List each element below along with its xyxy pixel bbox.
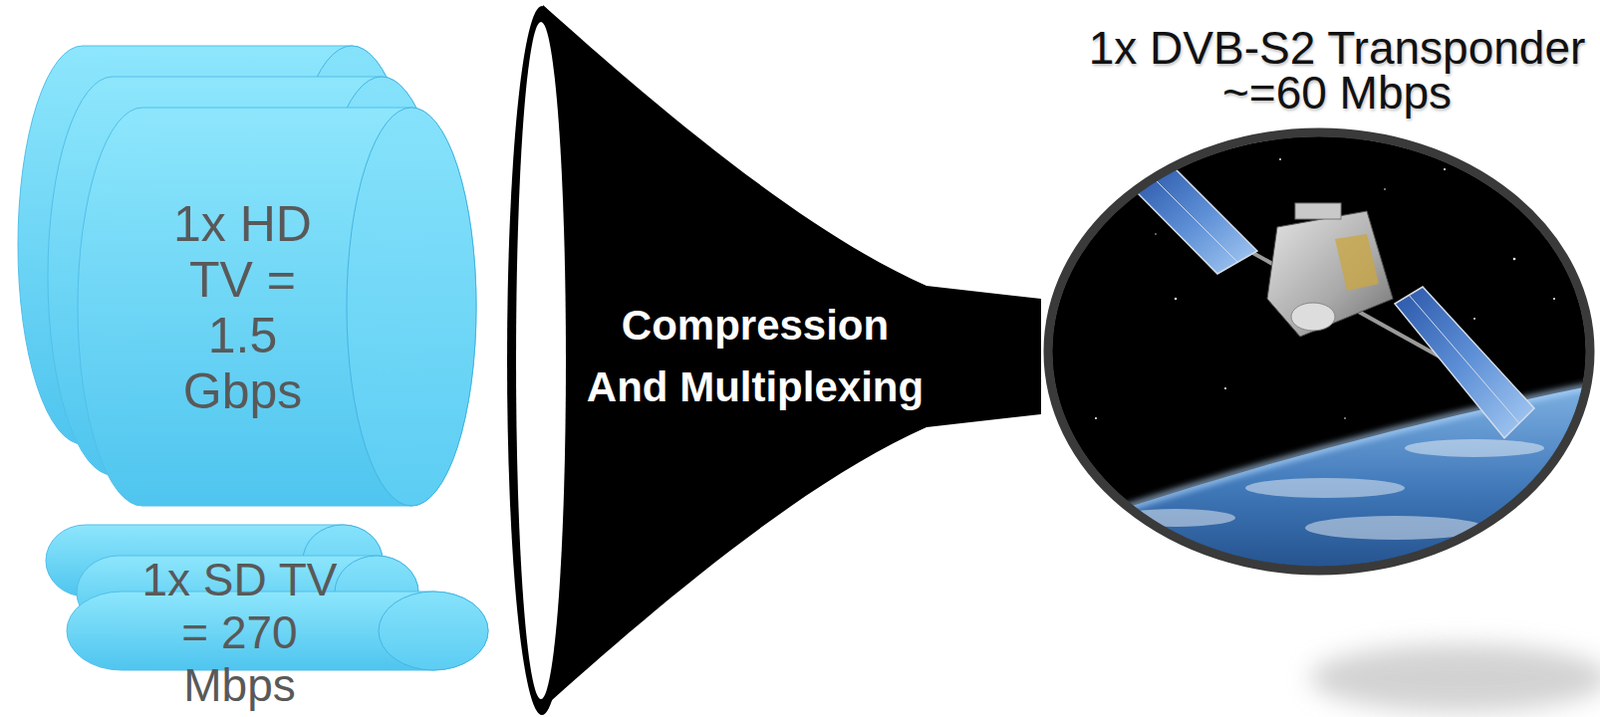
star	[1279, 158, 1282, 161]
sd-cylinder-stack: 1x SD TV = 270 Mbps	[45, 525, 491, 675]
node-label: Compression And Multiplexing	[580, 294, 930, 419]
panel-divider	[1154, 179, 1238, 263]
star	[1224, 387, 1227, 390]
node-label: 1x DVB-S2 Transponder ~=60 Mbps	[1067, 25, 1600, 116]
star	[1513, 258, 1517, 262]
star	[1343, 417, 1346, 420]
star	[1114, 158, 1117, 161]
satellite	[1133, 169, 1535, 439]
funnel-body	[542, 4, 1042, 709]
star	[1154, 233, 1156, 235]
star	[1174, 297, 1177, 300]
node-outline	[503, 0, 1047, 717]
compression-funnel: Compression And Multiplexing	[503, 0, 1047, 717]
node-label: 1x SD TV = 270 Mbps	[132, 553, 347, 713]
star	[1383, 188, 1386, 191]
hd-cylinder-stack: 1x HD TV = 1.5 Gbps	[17, 45, 477, 507]
cloud	[1404, 439, 1545, 458]
cylinder-face	[346, 107, 477, 507]
cylinder-face	[378, 591, 489, 671]
star	[1553, 297, 1556, 300]
satellite-oval: 1x DVB-S2 Transponder ~=60 Mbps	[1036, 0, 1600, 578]
antenna-block	[1295, 203, 1341, 220]
oval-frame	[1048, 132, 1591, 571]
node-label: 1x HD TV = 1.5 Gbps	[155, 196, 330, 420]
star	[1473, 317, 1476, 320]
gold-foil	[1334, 234, 1379, 291]
panel-divider	[1408, 294, 1520, 424]
star	[1443, 168, 1446, 171]
cloud	[1245, 478, 1405, 499]
dish	[1291, 302, 1335, 331]
satellite-scene	[1036, 132, 1600, 598]
cylinder-body	[77, 107, 477, 507]
satellite-body	[1267, 211, 1393, 337]
drop-shadow	[1310, 644, 1600, 713]
solar-panel	[1133, 169, 1258, 274]
funnel-opening	[516, 21, 566, 700]
star	[1094, 417, 1097, 420]
solar-panel	[1394, 286, 1535, 439]
